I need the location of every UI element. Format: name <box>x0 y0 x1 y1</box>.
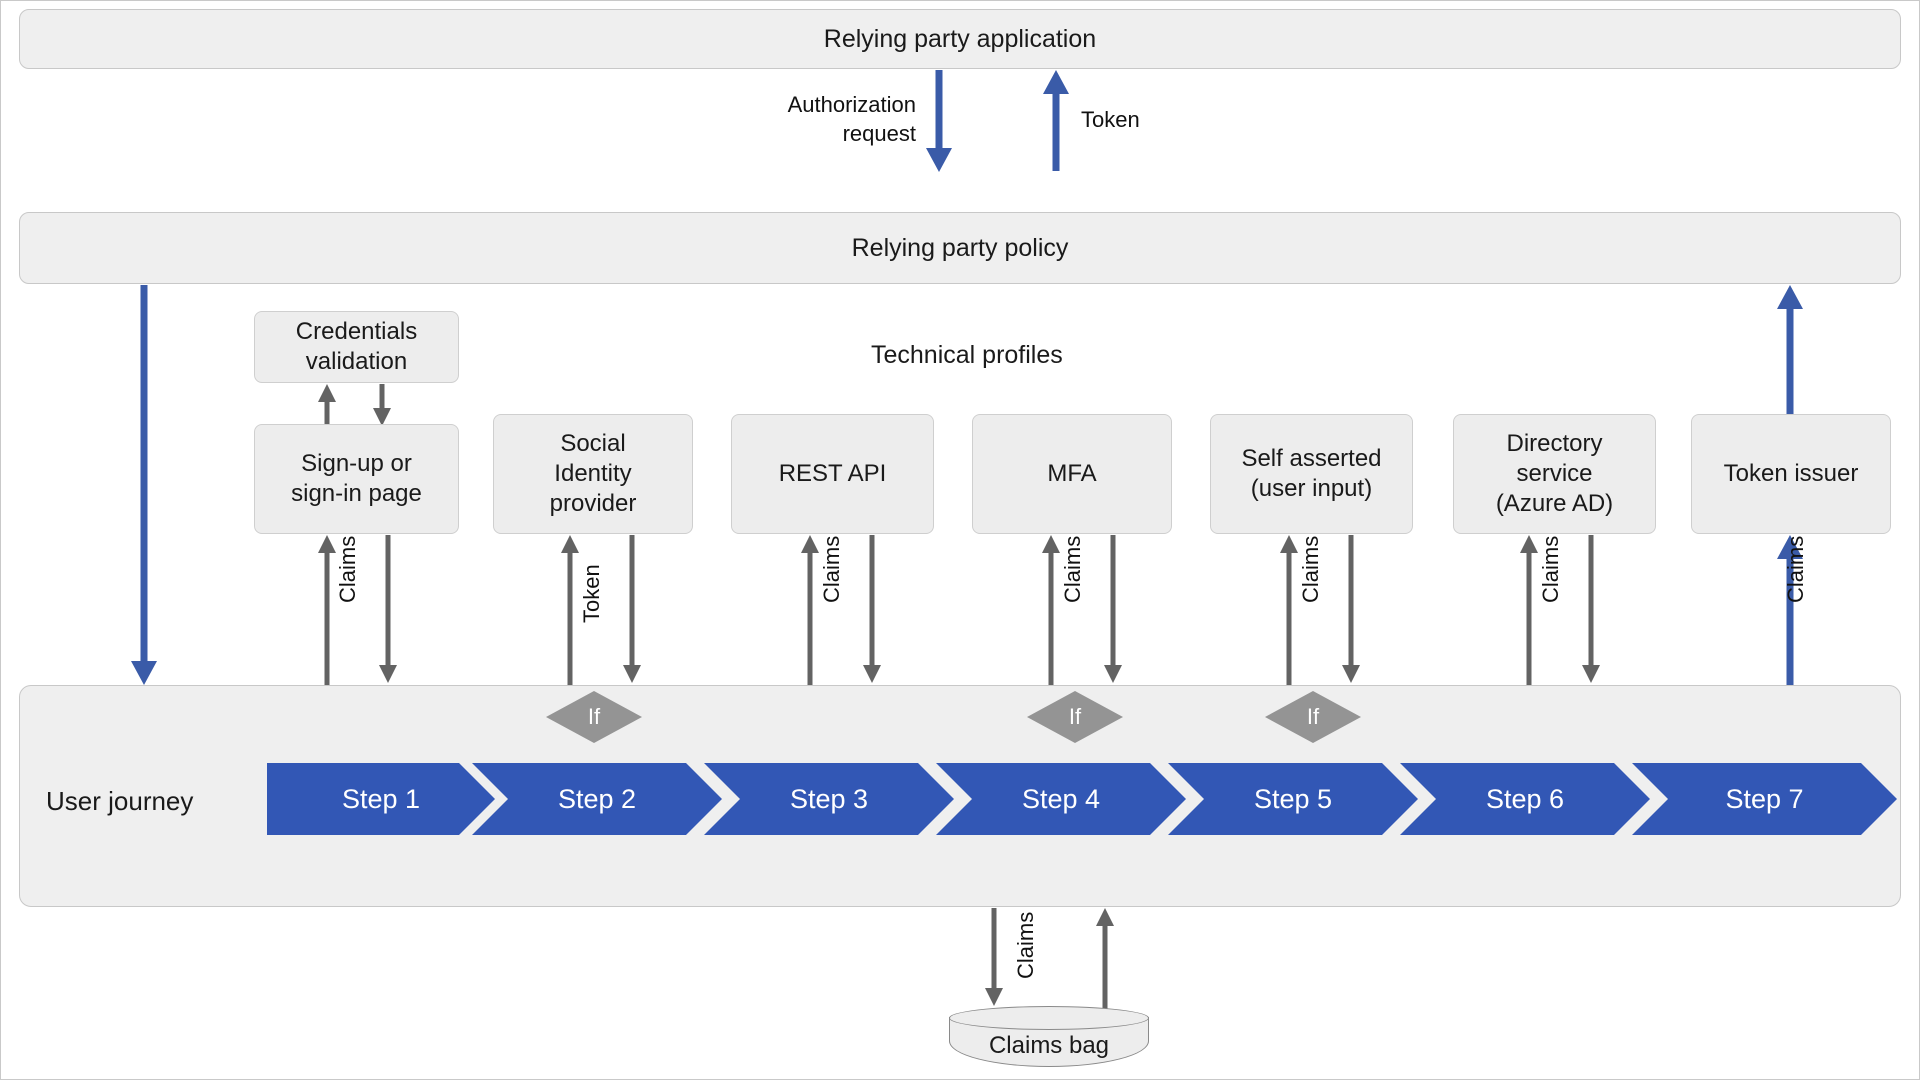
token-label: Token <box>1081 106 1140 135</box>
journey-step-6-label: Step 6 <box>1485 783 1565 814</box>
journey-step-3[interactable]: Step 3 <box>704 763 954 835</box>
self-asserted-to-journey-arrow <box>1342 535 1360 685</box>
journey-to-self-asserted-arrow <box>1280 535 1298 685</box>
signin-to-credentials-arrow <box>318 384 336 426</box>
credentials-to-signin-arrow <box>373 384 391 426</box>
journey-step-2-label: Step 2 <box>557 783 637 814</box>
claims-bag-top-ellipse <box>949 1006 1149 1030</box>
journey-step-4-label: Step 4 <box>1021 783 1101 814</box>
journey-to-restapi-arrow <box>801 535 819 685</box>
claims-bag-cylinder: Claims bag <box>949 1006 1149 1072</box>
relying-party-application-panel: Relying party application <box>19 9 1901 69</box>
condition-if-step5-label: If <box>1306 704 1320 729</box>
token-issuer-claims-edge-label: Claims <box>1783 535 1808 603</box>
token-issuer-to-policy-arrow <box>1777 285 1803 419</box>
technical-profile-social-identity-provider: Social Identity provider <box>493 414 693 534</box>
authorization-request-label-line1: Authorization <box>787 92 916 117</box>
journey-step-5[interactable]: Step 5 <box>1168 763 1418 835</box>
directory-claims-edge-label: Claims <box>1538 535 1563 603</box>
claims-bag-edge-label: Claims <box>1013 911 1038 979</box>
technical-profile-token-issuer: Token issuer <box>1691 414 1891 534</box>
rest-api-label: REST API <box>778 460 887 488</box>
journey-step-6[interactable]: Step 6 <box>1400 763 1650 835</box>
claims-bag-label: Claims bag <box>988 1032 1110 1059</box>
journey-step-4[interactable]: Step 4 <box>936 763 1186 835</box>
journey-to-claims-bag-arrow <box>985 908 1003 1008</box>
mfa-to-journey-arrow <box>1104 535 1122 685</box>
journey-step-1[interactable]: Step 1 <box>267 763 495 835</box>
token-issuer-label: Token issuer <box>1723 460 1859 488</box>
authorization-request-arrow <box>926 70 952 172</box>
journey-to-social-arrow <box>561 535 579 685</box>
sign-up-or-sign-in-page-label: Sign-up or sign-in page <box>291 450 422 507</box>
token-arrow <box>1043 70 1069 171</box>
authorization-request-label-line2: request <box>842 120 916 146</box>
technical-profile-sign-up-or-sign-in-page: Sign-up or sign-in page <box>254 424 459 534</box>
journey-to-mfa-arrow <box>1042 535 1060 685</box>
journey-step-7-label: Step 7 <box>1725 783 1804 814</box>
relying-party-policy-label: Relying party policy <box>851 233 1069 262</box>
directory-to-journey-arrow <box>1582 535 1600 685</box>
technical-profile-credentials-validation: Credentials validation <box>254 311 459 383</box>
journey-step-1-label: Step 1 <box>341 783 421 814</box>
claims-bag-to-journey-arrow <box>1096 908 1114 1010</box>
technical-profile-mfa: MFA <box>972 414 1172 534</box>
condition-if-step4-label: If <box>1068 704 1082 729</box>
directory-service-label: Directory service (Azure AD) <box>1495 430 1614 517</box>
signin-claims-edge-label: Claims <box>335 535 360 603</box>
authorization-request-label: Authorization request <box>761 91 916 148</box>
technical-profile-rest-api: REST API <box>731 414 934 534</box>
restapi-claims-edge-label: Claims <box>819 535 844 603</box>
policy-to-journey-arrow <box>131 285 157 685</box>
self-asserted-label: Self asserted (user input) <box>1241 445 1382 502</box>
journey-to-directory-arrow <box>1520 535 1538 685</box>
self-asserted-claims-edge-label: Claims <box>1298 535 1323 603</box>
journey-step-3-label: Step 3 <box>789 783 869 814</box>
signin-to-journey-arrow <box>379 535 397 685</box>
journey-step-7[interactable]: Step 7 <box>1632 763 1897 835</box>
social-identity-provider-label: Social Identity provider <box>549 430 637 517</box>
relying-party-policy-panel: Relying party policy <box>19 212 1901 284</box>
journey-step-5-label: Step 5 <box>1253 783 1333 814</box>
journey-step-2[interactable]: Step 2 <box>472 763 722 835</box>
credentials-validation-label: Credentials validation <box>295 318 418 375</box>
restapi-to-journey-arrow <box>863 535 881 685</box>
technical-profile-self-asserted: Self asserted (user input) <box>1210 414 1413 534</box>
technical-profiles-title: Technical profiles <box>871 341 1063 369</box>
token-label-text: Token <box>1081 107 1140 132</box>
journey-to-token-issuer-arrow <box>1777 535 1803 685</box>
user-journey-label: User journey <box>46 786 194 816</box>
mfa-claims-edge-label: Claims <box>1060 535 1085 603</box>
condition-if-step2-label: If <box>587 704 601 729</box>
relying-party-application-label: Relying party application <box>823 24 1097 53</box>
technical-profile-directory-service: Directory service (Azure AD) <box>1453 414 1656 534</box>
social-to-journey-arrow <box>623 535 641 685</box>
journey-to-signin-arrow <box>318 535 336 685</box>
mfa-label: MFA <box>1047 460 1097 488</box>
social-token-edge-label: Token <box>579 564 604 623</box>
